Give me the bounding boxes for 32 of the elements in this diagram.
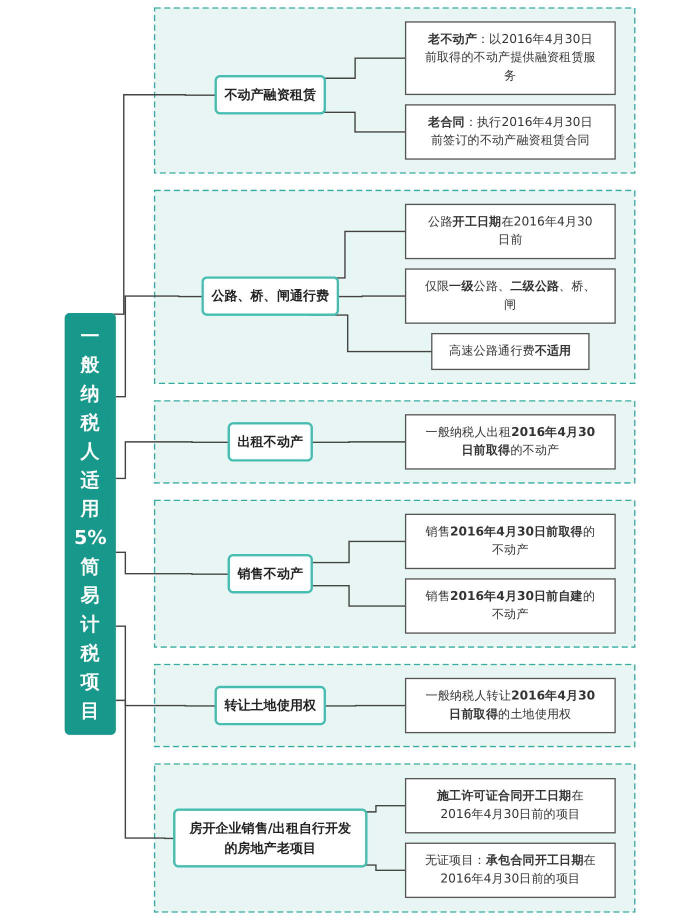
node-box: 销售2016年4月30日前取得的不动产 <box>404 514 616 570</box>
cluster <box>154 190 636 384</box>
connector <box>312 585 406 607</box>
node-box: 仅限一级公路、二级公路、桥、闸 <box>404 268 616 324</box>
node-box: 施工许可证合同开工日期在2016年4月30日前的项目 <box>404 778 616 834</box>
connector <box>116 441 230 480</box>
connector <box>116 295 204 398</box>
node-box: 销售2016年4月30日前自建的不动产 <box>404 578 616 634</box>
cluster <box>154 664 636 748</box>
cluster <box>154 500 636 648</box>
node-box: 无证项目：承包合同开工日期在2016年4月30日前的项目 <box>404 842 616 898</box>
connector <box>116 700 175 840</box>
connector <box>325 704 406 707</box>
connector <box>324 58 406 79</box>
node-box: 老合同：执行2016年4月30日前签订的不动产融资租赁合同 <box>404 104 616 160</box>
connector <box>116 625 216 707</box>
cluster <box>154 400 636 484</box>
connector <box>366 805 406 813</box>
cluster <box>154 7 636 174</box>
node-box: 高速公路通行费不适用 <box>431 332 590 370</box>
node-box: 一般纳税人出租2016年4月30日前取得的不动产 <box>404 414 616 470</box>
node-box: 公路开工日期在2016年4月30日前 <box>404 204 616 260</box>
connector <box>116 552 230 575</box>
connector <box>366 864 406 872</box>
connector <box>338 295 406 298</box>
node-box: 老不动产：以2016年4月30日前取得的不动产提供融资租赁服务 <box>404 21 616 96</box>
connector <box>112 94 216 315</box>
connector <box>312 441 406 444</box>
connector <box>312 540 406 564</box>
node-box: 一般纳税人转让2016年4月30日前取得的土地使用权 <box>404 678 616 734</box>
cluster <box>154 763 636 913</box>
connector <box>324 112 406 133</box>
